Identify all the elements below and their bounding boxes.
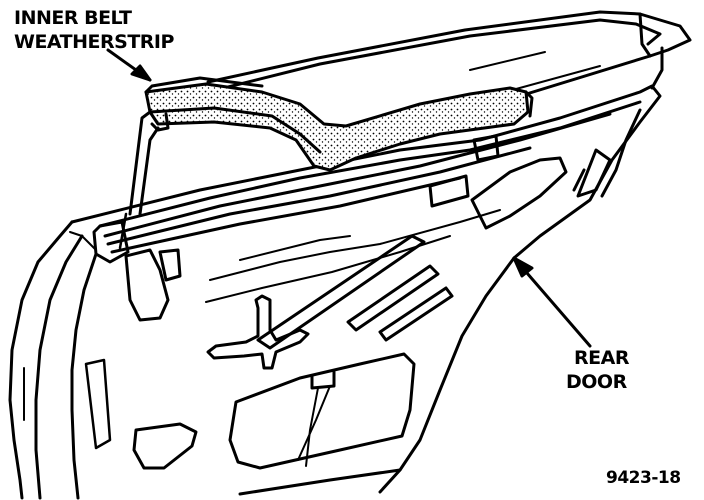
- rear-door-label: REAR DOOR: [566, 346, 629, 394]
- inner-belt-weatherstrip-label: INNER BELT WEATHERSTRIP: [14, 6, 174, 54]
- inner-belt-weatherstrip: [118, 76, 534, 250]
- panel-slots: [256, 234, 454, 350]
- inner-belt-label-line1: INNER BELT: [14, 7, 132, 29]
- rear-door-frame: [70, 84, 662, 494]
- lower-access-opening: [228, 352, 416, 470]
- door-bottom-edge: [238, 468, 402, 496]
- rear-door-label-line2: DOOR: [566, 371, 627, 393]
- panel-plug: [132, 422, 198, 470]
- rear-door-leader-arrow: [512, 256, 592, 348]
- door-window-glass: [206, 10, 692, 98]
- inner-belt-label-line2: WEATHERSTRIP: [14, 31, 174, 53]
- cross-bracket: [206, 294, 310, 370]
- figure-number: 9423-18: [606, 468, 681, 488]
- door-hinge-pillar: [8, 220, 130, 500]
- weatherstrip-leader-arrow: [106, 48, 152, 82]
- rear-door-label-line1: REAR: [574, 347, 629, 369]
